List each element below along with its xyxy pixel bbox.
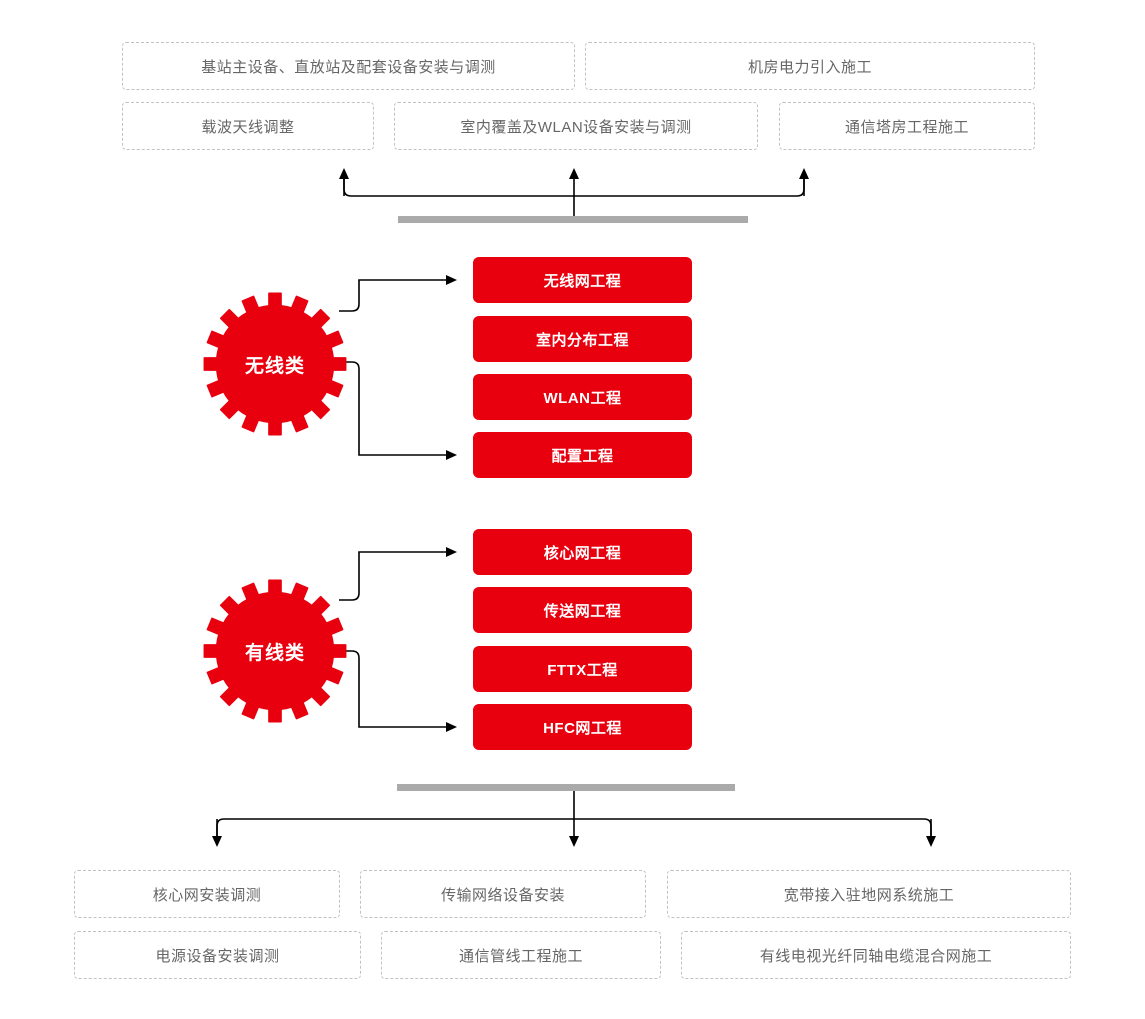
wireless-item-4[interactable]: 配置工程 — [473, 432, 692, 478]
top-box-1-label: 基站主设备、直放站及配套设备安装与调测 — [201, 58, 496, 76]
bottom-box-2-label: 传输网络设备安装 — [440, 886, 565, 904]
bottom-box-1-label: 核心网安装调测 — [152, 886, 262, 904]
group-node-wired[interactable]: 有线类 — [199, 575, 351, 727]
top-box-3-label: 载波天线调整 — [201, 118, 295, 136]
group-node-wireless[interactable]: 无线类 — [199, 288, 351, 440]
wired-item-4-label: HFC网工程 — [543, 719, 622, 737]
divider-bar-top — [398, 216, 748, 223]
wired-item-1-label: 核心网工程 — [543, 544, 622, 562]
top-box-4-label: 室内覆盖及WLAN设备安装与调测 — [460, 118, 692, 136]
wireless-item-3[interactable]: WLAN工程 — [473, 374, 692, 420]
top-box-1[interactable]: 基站主设备、直放站及配套设备安装与调测 — [122, 42, 575, 90]
wireless-item-2-label: 室内分布工程 — [535, 331, 629, 349]
bottom-box-6[interactable]: 有线电视光纤同轴电缆混合网施工 — [681, 931, 1071, 979]
bottom-box-3-label: 宽带接入驻地网系统施工 — [783, 886, 955, 904]
top-box-2[interactable]: 机房电力引入施工 — [585, 42, 1035, 90]
bottom-box-5[interactable]: 通信管线工程施工 — [381, 931, 661, 979]
wireless-item-3-label: WLAN工程 — [543, 389, 622, 407]
wired-item-3[interactable]: FTTX工程 — [473, 646, 692, 692]
bottom-box-4-label: 电源设备安装调测 — [155, 947, 280, 965]
bottom-box-2[interactable]: 传输网络设备安装 — [360, 870, 646, 918]
bottom-box-4[interactable]: 电源设备安装调测 — [74, 931, 361, 979]
top-box-5-label: 通信塔房工程施工 — [844, 118, 969, 136]
wireless-item-1-label: 无线网工程 — [543, 272, 622, 290]
bottom-box-6-label: 有线电视光纤同轴电缆混合网施工 — [759, 947, 993, 965]
bottom-box-1[interactable]: 核心网安装调测 — [74, 870, 340, 918]
wireless-item-4-label: 配置工程 — [551, 447, 614, 465]
bottom-box-3[interactable]: 宽带接入驻地网系统施工 — [667, 870, 1071, 918]
wireless-item-2[interactable]: 室内分布工程 — [473, 316, 692, 362]
wireless-item-1[interactable]: 无线网工程 — [473, 257, 692, 303]
bottom-box-5-label: 通信管线工程施工 — [458, 947, 583, 965]
top-box-3[interactable]: 载波天线调整 — [122, 102, 374, 150]
wired-item-1[interactable]: 核心网工程 — [473, 529, 692, 575]
wired-item-2[interactable]: 传送网工程 — [473, 587, 692, 633]
top-box-4[interactable]: 室内覆盖及WLAN设备安装与调测 — [394, 102, 758, 150]
wired-item-3-label: FTTX工程 — [547, 661, 618, 679]
gear-icon — [203, 292, 347, 436]
top-box-2-label: 机房电力引入施工 — [747, 58, 872, 76]
wired-item-4[interactable]: HFC网工程 — [473, 704, 692, 750]
wired-item-2-label: 传送网工程 — [543, 602, 622, 620]
gear-icon — [203, 579, 347, 723]
top-box-5[interactable]: 通信塔房工程施工 — [779, 102, 1035, 150]
divider-bar-bottom — [397, 784, 735, 791]
